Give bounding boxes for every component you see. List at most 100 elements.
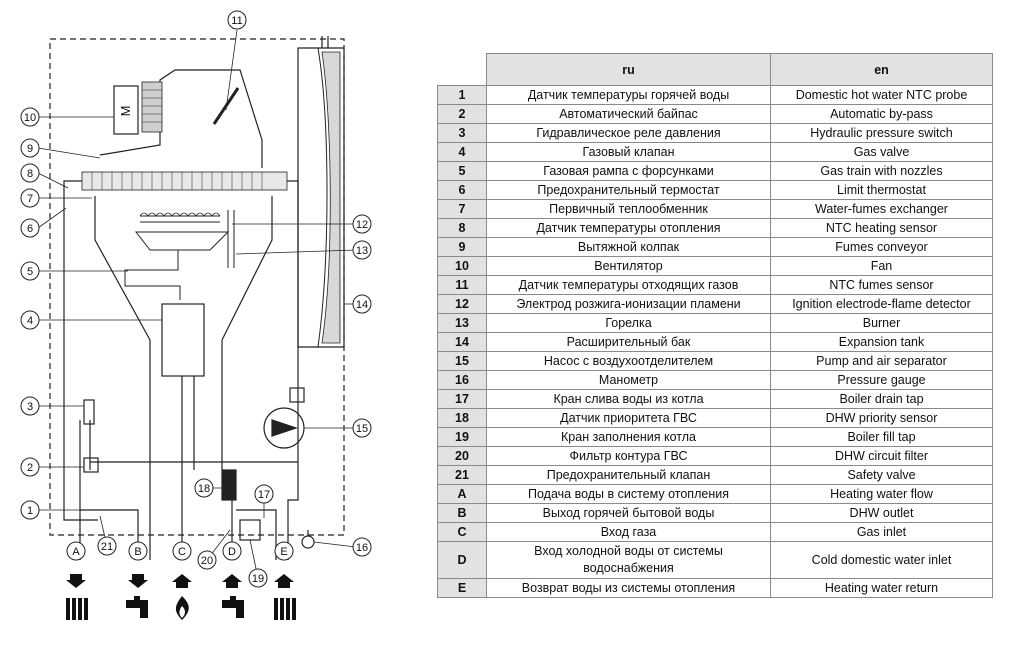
callout-18: 18: [198, 483, 210, 495]
radiator-icon: [274, 598, 296, 620]
legend-en: Automatic by-pass: [770, 104, 993, 124]
legend-ru: Вентилятор: [486, 256, 771, 276]
legend-ru: Вход холодной воды от системы водоснабже…: [486, 541, 771, 579]
callout-1: 1: [27, 505, 33, 517]
legend-ru: Фильтр контура ГВС: [486, 446, 771, 466]
callout-10: 10: [24, 112, 36, 124]
legend-en: Pump and air separator: [770, 351, 993, 371]
legend-key: 13: [437, 313, 487, 333]
legend-key: B: [437, 503, 487, 523]
legend-en: Fumes conveyor: [770, 237, 993, 257]
legend-key: 11: [437, 275, 487, 295]
callout-11: 11: [231, 15, 242, 27]
legend-ru: Гидравлическое реле давления: [486, 123, 771, 143]
legend-key: 4: [437, 142, 487, 162]
legend-en: Fan: [770, 256, 993, 276]
legend-ru: Предохранительный термостат: [486, 180, 771, 200]
legend-header-ru: ru: [486, 53, 771, 86]
legend-en: DHW outlet: [770, 503, 993, 523]
legend-en: Gas valve: [770, 142, 993, 162]
legend-en: Domestic hot water NTC probe: [770, 85, 993, 105]
legend-key: C: [437, 522, 487, 542]
fan-box: [113, 85, 139, 135]
legend-en: NTC fumes sensor: [770, 275, 993, 295]
callout-2: 2: [27, 462, 33, 474]
arrow-up-icon: [172, 574, 192, 588]
callout-8: 8: [27, 168, 33, 180]
connection-b: B: [134, 546, 141, 558]
bypass-valve: [83, 457, 99, 473]
legend-key: 7: [437, 199, 487, 219]
connection-c: C: [178, 546, 186, 558]
legend-key: 20: [437, 446, 487, 466]
legend-key: 14: [437, 332, 487, 352]
legend-en: Pressure gauge: [770, 370, 993, 390]
legend-key: 6: [437, 180, 487, 200]
legend-header-blank: [437, 53, 487, 86]
legend-ru: Газовая рампа с форсунками: [486, 161, 771, 181]
connection-a: A: [72, 546, 80, 558]
callout-21: 21: [101, 541, 113, 553]
legend-ru: Возврат воды из системы отопления: [486, 578, 771, 598]
gas-valve: [161, 303, 205, 377]
legend-key: 8: [437, 218, 487, 238]
legend-en: DHW circuit filter: [770, 446, 993, 466]
legend-en: DHW priority sensor: [770, 408, 993, 428]
callout-14: 14: [356, 299, 368, 311]
callout-12: 12: [356, 219, 368, 231]
connection-e: E: [280, 546, 287, 558]
legend-en: Heating water flow: [770, 484, 993, 504]
legend-key: 10: [437, 256, 487, 276]
legend-key: 5: [437, 161, 487, 181]
pressure-switch: [83, 399, 95, 425]
legend-en: Boiler fill tap: [770, 427, 993, 447]
radiator-icon: [66, 598, 88, 620]
legend-key: D: [437, 541, 487, 579]
callout-9: 9: [27, 143, 33, 155]
arrow-down-icon: [66, 574, 86, 588]
legend-header-row: ru en: [437, 53, 993, 86]
callout-16: 16: [356, 542, 368, 554]
legend-key: 16: [437, 370, 487, 390]
callout-20: 20: [201, 555, 213, 567]
legend-header-en: en: [770, 53, 993, 86]
legend-ru: Расширительный бак: [486, 332, 771, 352]
tap-icon: [126, 596, 148, 618]
legend-key: 18: [437, 408, 487, 428]
callout-13: 13: [356, 245, 368, 257]
callout-6: 6: [27, 223, 33, 235]
burner: [140, 215, 220, 223]
legend-ru: Кран заполнения котла: [486, 427, 771, 447]
callout-17: 17: [258, 489, 270, 501]
legend-ru: Вытяжной колпак: [486, 237, 771, 257]
callout-19: 19: [252, 573, 264, 585]
callout-4: 4: [27, 315, 33, 327]
tap-icon: [222, 596, 244, 618]
legend-ru: Вход газа: [486, 522, 771, 542]
legend-en: Hydraulic pressure switch: [770, 123, 993, 143]
legend-en: Cold domestic water inlet: [770, 541, 993, 579]
callout-7: 7: [27, 193, 33, 205]
legend-key: 19: [437, 427, 487, 447]
legend-en: Gas inlet: [770, 522, 993, 542]
